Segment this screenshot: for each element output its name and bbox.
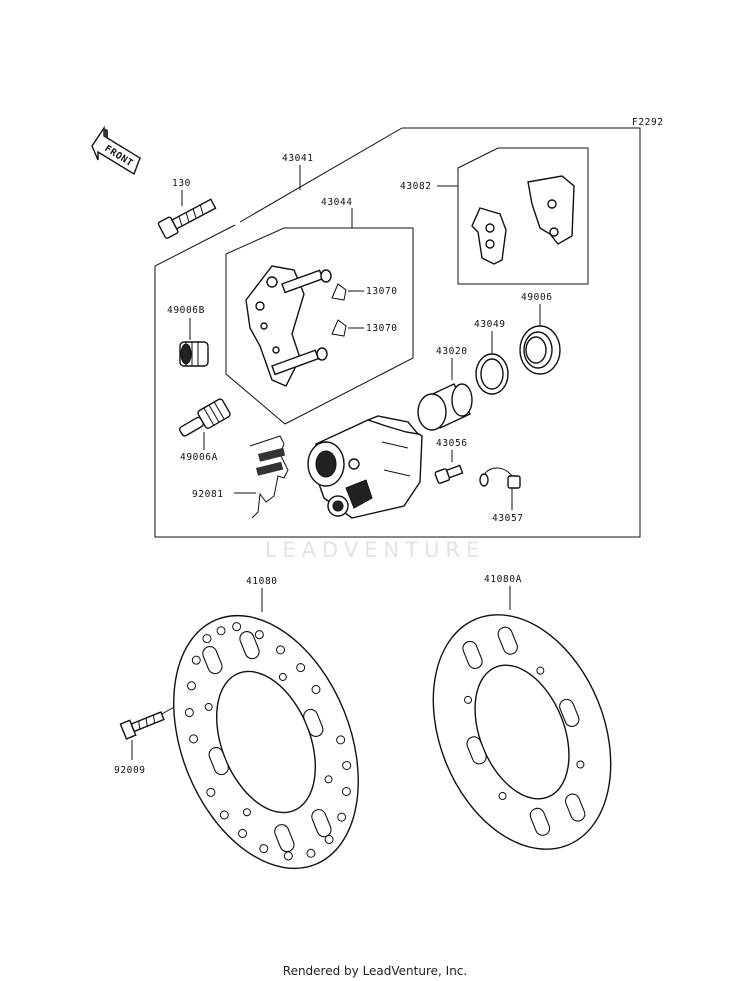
brake-pad-part bbox=[471, 175, 575, 265]
bolt-part bbox=[157, 198, 217, 239]
bleeder-cap-part bbox=[479, 467, 521, 489]
label-pad-spring: 92081 bbox=[192, 489, 224, 500]
label-bolt: 130 bbox=[172, 178, 191, 189]
brake-disc-part bbox=[173, 614, 359, 870]
bleeder-valve-part bbox=[434, 464, 464, 484]
brake-disc-alt-part bbox=[432, 614, 612, 850]
caliper-body-part bbox=[307, 415, 423, 519]
piston-part bbox=[417, 383, 473, 431]
caliper-assembly-frame bbox=[154, 127, 641, 538]
label-pad-spring-a: 13070 bbox=[366, 286, 398, 297]
label-bleeder: 43056 bbox=[436, 438, 468, 449]
label-bracket: 43044 bbox=[321, 197, 353, 208]
label-piston: 43020 bbox=[436, 346, 468, 357]
caliper-bracket-part bbox=[245, 265, 332, 387]
boot-part bbox=[179, 341, 209, 367]
slide-pin-part bbox=[179, 398, 231, 437]
bracket-frame bbox=[225, 227, 414, 425]
label-disc: 41080 bbox=[246, 576, 278, 587]
label-caliper-assembly: 43041 bbox=[282, 153, 314, 164]
watermark-text: LEADVENTURE bbox=[265, 538, 486, 562]
pad-set-frame bbox=[457, 147, 589, 285]
label-pad-set: 43082 bbox=[400, 181, 432, 192]
disc-screw-part bbox=[119, 711, 165, 740]
anti-rattle-spring-part bbox=[249, 435, 289, 519]
label-seal: 43049 bbox=[474, 319, 506, 330]
label-dust-seal: 49006 bbox=[521, 292, 553, 303]
label-disc-alt: 41080A bbox=[484, 574, 522, 585]
label-pin: 49006A bbox=[180, 452, 218, 463]
dust-seal-part bbox=[519, 325, 561, 375]
credit-text: Rendered by LeadVenture, Inc. bbox=[283, 964, 467, 978]
front-arrow-icon: FRONT bbox=[91, 125, 142, 176]
label-pad-spring-b: 13070 bbox=[366, 323, 398, 334]
label-boot: 49006B bbox=[167, 305, 205, 316]
piston-seal-part bbox=[475, 353, 509, 395]
pad-spring-clip-part bbox=[331, 283, 347, 337]
label-cap: 43057 bbox=[492, 513, 524, 524]
figure-code: F2292 bbox=[632, 117, 664, 128]
label-disc-screw: 92009 bbox=[114, 765, 146, 776]
